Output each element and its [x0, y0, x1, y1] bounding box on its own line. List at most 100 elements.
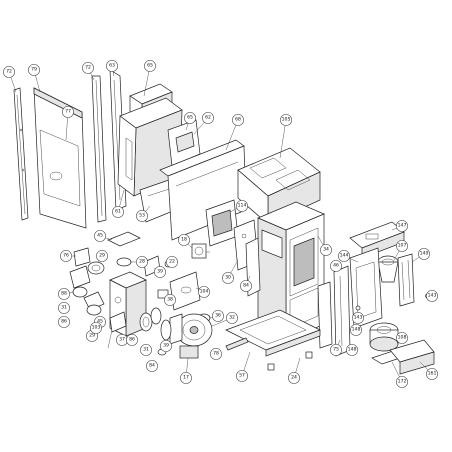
callout-label: 29 [99, 253, 105, 259]
callout-bubble [198, 286, 210, 298]
base-plate-57 [225, 309, 321, 357]
callout-label: 24 [291, 375, 297, 381]
callout-bubble [320, 244, 332, 256]
callout-bubble [82, 62, 94, 74]
part-38 [157, 289, 169, 299]
callout-label: 77 [65, 109, 71, 115]
callout-bubble [144, 60, 156, 72]
flange-84b [160, 319, 172, 341]
callout-bubble [60, 250, 72, 262]
fan-motor-108 [369, 322, 399, 352]
bracket-76 [73, 247, 91, 267]
callout-bubble [164, 294, 176, 306]
callout-label: 108 [398, 335, 407, 341]
motor-18 [191, 243, 207, 259]
callout-label: 143 [428, 293, 437, 299]
callout-label: 72 [85, 65, 91, 71]
burn-pot-107 [377, 255, 399, 283]
callout-bubble [232, 114, 244, 126]
callout-label: 68 [235, 117, 241, 123]
callout-label: 31 [143, 347, 149, 353]
callout-bubble [396, 220, 408, 232]
ring-88 [72, 286, 88, 298]
callout-bubble [96, 250, 108, 262]
gasket-28 [116, 257, 132, 267]
callout-label: 38 [167, 297, 173, 303]
callout-label: 84 [149, 363, 155, 369]
callout-label: 57 [239, 373, 245, 379]
callout-label: 34 [323, 247, 329, 253]
callout-bubble [212, 310, 224, 322]
callout-bubble [94, 230, 106, 242]
bracket-161 [389, 339, 435, 375]
callout-label: 45 [97, 319, 103, 325]
callout-bubble [236, 370, 248, 382]
heat-exchanger-114 [205, 199, 239, 247]
callout-bubble [236, 200, 248, 212]
callout-label: 46 [333, 263, 339, 269]
callout-label: 31 [61, 305, 67, 311]
callout-label: 161 [428, 371, 437, 377]
callout-label: 107 [398, 243, 407, 249]
callout-label: 18 [181, 237, 187, 243]
panel-148 [317, 281, 333, 349]
callout-label: 39 [157, 269, 163, 275]
callout-bubble [426, 368, 438, 380]
callout-bubble [166, 256, 178, 268]
callout-label: 103 [92, 325, 101, 331]
callout-bubble [330, 260, 342, 272]
callout-bubble [280, 114, 292, 126]
callout-label: 61 [115, 209, 121, 215]
callout-bubble [126, 334, 138, 346]
callout-label: 17 [183, 375, 189, 381]
callout-label: 105 [282, 117, 291, 123]
callout-label: 65 [187, 115, 193, 121]
part-31 [69, 265, 91, 289]
callout-bubble [330, 344, 342, 356]
callout-label: 45 [97, 233, 103, 239]
flange-86 [139, 312, 153, 332]
callout-bubble [106, 60, 118, 72]
callout-label: 39 [163, 343, 169, 349]
callout-bubble [140, 344, 152, 356]
callout-bubble [202, 112, 214, 124]
callout-bubble [154, 266, 166, 278]
callout-bubble [240, 280, 252, 292]
callout-label: 72 [6, 69, 12, 75]
callout-bubble [58, 302, 70, 314]
rail-78 [225, 337, 249, 351]
callout-label: 30 [225, 275, 231, 281]
callout-bubble [136, 210, 148, 222]
callout-label: 104 [200, 289, 209, 295]
callout-bubble [136, 256, 148, 268]
callout-bubble [58, 288, 70, 300]
motor-17 [179, 345, 199, 359]
callout-label: 76 [63, 253, 69, 259]
callout-bubble [180, 372, 192, 384]
callout-bubble [426, 290, 438, 302]
callout-label: 86 [61, 319, 67, 325]
callout-label: 114 [238, 203, 247, 209]
callout-label: 149 [420, 251, 429, 257]
callout-label: 37 [119, 337, 125, 343]
callout-label: 78 [213, 351, 219, 357]
callout-label: 144 [340, 253, 349, 259]
callout-label: 172 [398, 379, 407, 385]
callout-bubble [222, 272, 234, 284]
callout-label: 29 [89, 333, 95, 339]
callout-label: 28 [139, 259, 145, 265]
callout-bubble [350, 324, 362, 336]
callout-bubble [210, 348, 222, 360]
plate-45b [83, 291, 105, 311]
pipe-104 [169, 271, 201, 311]
bracket-65b [167, 119, 201, 167]
ring-31b [150, 307, 162, 325]
callout-bubble [112, 206, 124, 218]
foot-24 [267, 351, 313, 371]
callout-bubble [3, 66, 15, 78]
ring-29b [86, 304, 102, 316]
side-plate-149 [397, 253, 415, 307]
callout-bubble [184, 112, 196, 124]
